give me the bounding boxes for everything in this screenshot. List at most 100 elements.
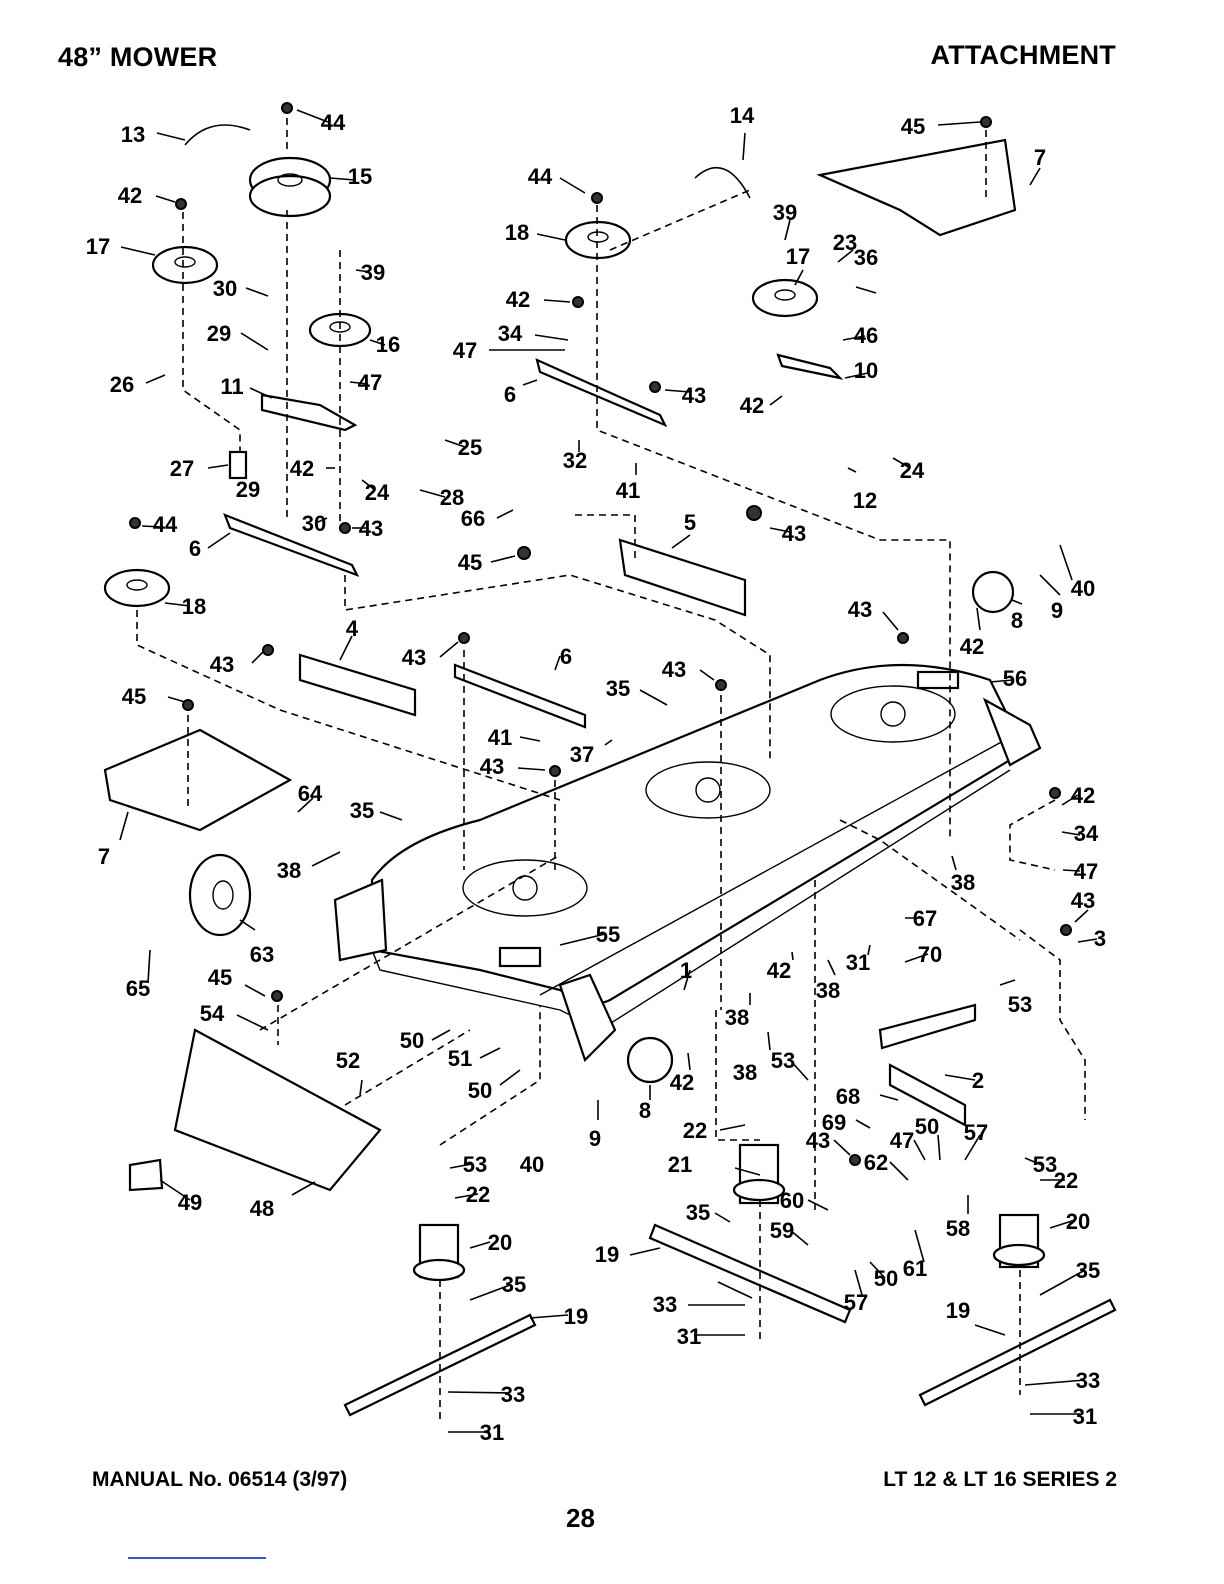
part-callout-43: 43 xyxy=(782,521,806,546)
part-callout-33: 33 xyxy=(1076,1368,1100,1393)
part-callout-66: 66 xyxy=(461,506,485,531)
part-callout-44: 44 xyxy=(321,110,346,135)
part-callout-43: 43 xyxy=(806,1128,830,1153)
part-callout-38: 38 xyxy=(733,1060,757,1085)
part-callout-7: 7 xyxy=(98,844,110,869)
part-callout-50: 50 xyxy=(874,1266,898,1291)
part-callout-68: 68 xyxy=(836,1084,860,1109)
pulleys xyxy=(103,156,819,608)
part-callout-51: 51 xyxy=(448,1046,472,1071)
part-callout-38: 38 xyxy=(816,978,840,1003)
part-callout-43: 43 xyxy=(359,516,383,541)
spindles-and-blades xyxy=(343,1143,1117,1417)
part-callout-22: 22 xyxy=(683,1118,707,1143)
part-callout-40: 40 xyxy=(520,1152,544,1177)
part-callout-41: 41 xyxy=(616,478,640,503)
part-callout-42: 42 xyxy=(740,393,764,418)
part-callout-31: 31 xyxy=(1073,1404,1097,1429)
part-callout-6: 6 xyxy=(189,536,201,561)
part-callout-35: 35 xyxy=(686,1200,710,1225)
part-callout-47: 47 xyxy=(358,370,382,395)
part-callout-44: 44 xyxy=(153,512,178,537)
part-callout-43: 43 xyxy=(480,754,504,779)
part-callout-16: 16 xyxy=(376,332,400,357)
part-callout-8: 8 xyxy=(639,1098,651,1123)
part-callout-11: 11 xyxy=(220,374,243,399)
part-callout-17: 17 xyxy=(86,234,110,259)
part-callout-33: 33 xyxy=(653,1292,677,1317)
part-callout-60: 60 xyxy=(780,1188,804,1213)
part-callout-17: 17 xyxy=(786,244,810,269)
part-callout-38: 38 xyxy=(277,858,301,883)
part-callout-24: 24 xyxy=(365,480,390,505)
part-callout-69: 69 xyxy=(822,1110,846,1135)
part-callout-12: 12 xyxy=(853,488,877,513)
part-callout-43: 43 xyxy=(662,657,686,682)
part-callout-55: 55 xyxy=(596,922,620,947)
wheels-and-spacers xyxy=(188,450,1015,1084)
part-callout-53: 53 xyxy=(1033,1152,1057,1177)
part-callout-13: 13 xyxy=(121,122,145,147)
part-callout-15: 15 xyxy=(348,164,372,189)
part-callout-61: 61 xyxy=(903,1256,927,1281)
part-callout-43: 43 xyxy=(682,383,706,408)
leader-lines xyxy=(119,109,1098,1433)
part-callout-19: 19 xyxy=(564,1304,588,1329)
part-callout-6: 6 xyxy=(560,644,572,669)
part-callout-48: 48 xyxy=(250,1196,274,1221)
part-callout-44: 44 xyxy=(528,164,553,189)
part-callout-34: 34 xyxy=(1074,821,1099,846)
hardware-nuts-bolts xyxy=(129,102,1072,1166)
part-callout-25: 25 xyxy=(458,435,482,460)
part-callout-54: 54 xyxy=(200,1001,225,1026)
part-callout-47: 47 xyxy=(1074,859,1098,884)
part-callout-52: 52 xyxy=(336,1048,360,1073)
part-callout-5: 5 xyxy=(684,510,696,535)
part-callout-31: 31 xyxy=(677,1324,701,1349)
part-callout-40: 40 xyxy=(1071,576,1095,601)
section-title: ATTACHMENT xyxy=(930,40,1116,70)
part-callout-38: 38 xyxy=(725,1005,749,1030)
belts xyxy=(184,124,751,199)
part-callout-31: 31 xyxy=(846,950,870,975)
part-callout-42: 42 xyxy=(290,456,314,481)
part-callout-35: 35 xyxy=(502,1272,526,1297)
part-callout-26: 26 xyxy=(110,372,134,397)
part-callout-29: 29 xyxy=(236,477,260,502)
part-callout-49: 49 xyxy=(178,1190,202,1215)
part-callout-2: 2 xyxy=(972,1068,984,1093)
part-callout-29: 29 xyxy=(207,321,231,346)
part-callout-24: 24 xyxy=(900,458,925,483)
part-callout-53: 53 xyxy=(463,1152,487,1177)
part-callout-50: 50 xyxy=(468,1078,492,1103)
part-callout-8: 8 xyxy=(1011,608,1023,633)
part-callout-41: 41 xyxy=(488,725,512,750)
part-callout-19: 19 xyxy=(595,1242,619,1267)
model-series: LT 12 & LT 16 SERIES 2 xyxy=(883,1468,1117,1491)
part-callout-19: 19 xyxy=(946,1298,970,1323)
part-callout-70: 70 xyxy=(918,942,942,967)
part-callout-63: 63 xyxy=(250,942,274,967)
idler-arms-and-brackets xyxy=(103,138,1017,1192)
part-callout-9: 9 xyxy=(1051,598,1063,623)
part-callout-46: 46 xyxy=(854,323,878,348)
part-callout-1: 1 xyxy=(680,958,692,983)
page-number: 28 xyxy=(566,1503,595,1533)
bottom-rule xyxy=(128,1557,266,1559)
part-callout-39: 39 xyxy=(361,260,385,285)
part-callout-6: 6 xyxy=(504,382,516,407)
part-callout-30: 30 xyxy=(213,276,237,301)
part-callout-9: 9 xyxy=(589,1126,601,1151)
part-callout-57: 57 xyxy=(964,1120,988,1145)
part-callout-53: 53 xyxy=(771,1048,795,1073)
part-callout-37: 37 xyxy=(570,742,594,767)
part-callout-14: 14 xyxy=(730,103,755,128)
part-callout-45: 45 xyxy=(122,684,146,709)
part-callout-42: 42 xyxy=(767,958,791,983)
part-callout-27: 27 xyxy=(170,456,194,481)
part-callout-18: 18 xyxy=(505,220,529,245)
part-callout-53: 53 xyxy=(1008,992,1032,1017)
part-callout-20: 20 xyxy=(488,1230,512,1255)
part-callout-39: 39 xyxy=(773,200,797,225)
